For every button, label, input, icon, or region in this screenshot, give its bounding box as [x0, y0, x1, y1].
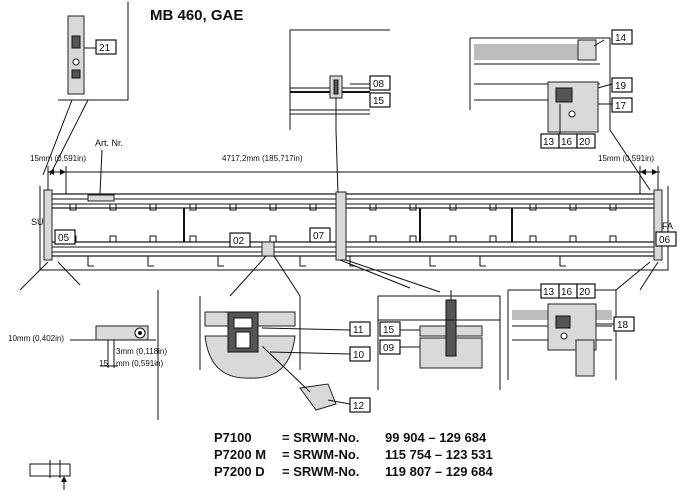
serial-model-2: P7200 M — [214, 447, 266, 462]
callout-box-17 — [611, 97, 633, 113]
serial-eq-1: = SRWM-No. — [282, 430, 359, 445]
callout-box-12 — [349, 397, 371, 413]
callout-14: 14 — [615, 33, 627, 44]
callout-21: 21 — [99, 43, 111, 54]
callout-box-09 — [379, 339, 401, 355]
callout-05: 05 — [58, 233, 70, 244]
drawing-title: MB 460, GAE — [150, 7, 243, 24]
detail-top-left: 21 — [42, 2, 129, 176]
dim-gap-15: 15 — [99, 359, 108, 368]
detail-bottom-right: 13 16 20 18 — [507, 283, 635, 380]
callout-11: 11 — [353, 325, 364, 336]
callout-06: 06 — [659, 235, 671, 246]
callout-box-20-bottom — [576, 283, 596, 299]
callout-box-05 — [54, 229, 76, 245]
dimension-line — [47, 166, 660, 196]
callout-16-top: 16 — [561, 137, 573, 148]
callout-17: 17 — [615, 101, 627, 112]
view-direction-symbol — [29, 460, 71, 490]
callout-02: 02 — [233, 236, 245, 247]
art-nr-label: Art. Nr. — [95, 138, 123, 148]
serial-range-3: 119 807 – 129 684 — [385, 464, 493, 479]
callout-18: 18 — [617, 320, 629, 331]
callout-box-07 — [309, 227, 331, 243]
callout-13-bottom: 13 — [543, 287, 555, 298]
su-label: SU — [31, 217, 44, 227]
callout-box-15-top — [369, 92, 391, 108]
serial-model-3: P7200 D — [214, 464, 265, 479]
serial-eq-2: = SRWM-No. — [282, 447, 359, 462]
callout-07: 07 — [313, 231, 325, 242]
callout-15-top: 15 — [373, 96, 385, 107]
callout-box-08 — [369, 75, 391, 91]
dim-right-offset: 15mm (0,591in) — [598, 154, 654, 163]
callout-09: 09 — [383, 343, 395, 354]
callout-15-bottom: 15 — [383, 325, 395, 336]
serial-eq-3: = SRWM-No. — [282, 464, 359, 479]
callout-box-18 — [613, 316, 635, 332]
serial-model-1: P7100 — [214, 430, 252, 445]
detail-top-center: 08 15 — [289, 29, 391, 196]
callout-20-bottom: 20 — [579, 287, 591, 298]
callout-box-15-bottom — [379, 321, 401, 337]
callout-13-top: 13 — [543, 137, 555, 148]
serial-number-table: P7100 = SRWM-No. 99 904 – 129 684 P7200 … — [214, 430, 493, 479]
callout-box-11 — [349, 321, 371, 337]
callout-20-top: 20 — [579, 137, 591, 148]
callout-box-14 — [611, 29, 633, 45]
serial-range-2: 115 754 – 123 531 — [385, 447, 493, 462]
callout-box-19 — [611, 77, 633, 93]
callout-19: 19 — [615, 81, 627, 92]
serial-range-1: 99 904 – 129 684 — [385, 430, 487, 445]
dim-gap-15-mm: mm (0,591in) — [116, 359, 163, 368]
dim-gap-3: 3mm (0,118in) — [116, 347, 167, 356]
callout-box-02 — [229, 232, 251, 248]
dim-left-offset: 15mm (0,591in) — [30, 154, 86, 163]
detail-top-right: 14 19 17 13 16 20 — [469, 29, 651, 191]
callout-box-20-top — [576, 133, 596, 149]
detail-bottom-center-right: 15 09 — [377, 290, 501, 390]
callout-12: 12 — [353, 401, 365, 412]
callout-box-10 — [349, 346, 371, 362]
main-rail-assembly — [39, 186, 669, 271]
dim-total-length: 4717,2mm (185,717in) — [222, 154, 303, 163]
callout-08: 08 — [373, 79, 385, 90]
detail-bottom-left: 10mm (0,402in) 3mm (0,118in) 15 mm (0,59… — [8, 290, 167, 420]
hinge-plate — [67, 15, 85, 95]
detail-bottom-center-left: 11 10 12 — [199, 296, 371, 413]
callout-box-21 — [95, 39, 117, 55]
callout-16-bottom: 16 — [561, 287, 573, 298]
callout-box-06 — [655, 231, 677, 247]
dim-clamp-height: 10mm (0,402in) — [8, 334, 64, 343]
callout-10: 10 — [353, 350, 365, 361]
fa-label: FA — [662, 221, 673, 231]
